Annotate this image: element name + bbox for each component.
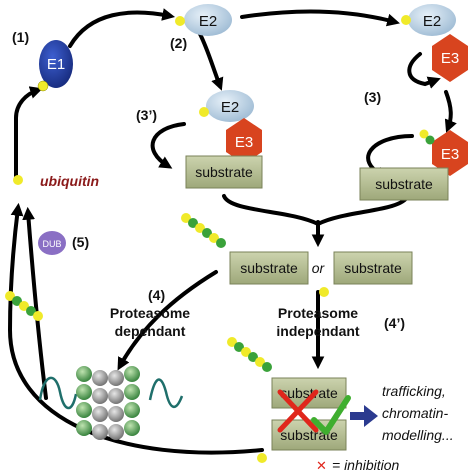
step-1-label: (1) bbox=[12, 29, 29, 45]
step-3-label: (3) bbox=[364, 89, 381, 105]
ubiquitin-label: ubiquitin bbox=[40, 173, 99, 189]
step-3p-label: (3’) bbox=[136, 107, 157, 123]
inhibition-legend-mark: ✕ bbox=[316, 459, 327, 474]
e2-label-right: E2 bbox=[423, 13, 441, 30]
ubiquitin-bottom-mono bbox=[257, 453, 267, 463]
step-5-label: (5) bbox=[72, 234, 89, 250]
outcome-trafficking: trafficking, bbox=[382, 383, 446, 399]
e2-label-complex-left: E2 bbox=[221, 99, 239, 116]
substrate-label-right: substrate bbox=[375, 176, 433, 192]
inhibition-legend-text: = inhibition bbox=[332, 457, 400, 473]
ubiquitin-free bbox=[13, 175, 23, 185]
arrow-e2-to-e3-left bbox=[198, 32, 224, 91]
e2-enzyme-right bbox=[408, 4, 456, 36]
substrate-label-left: substrate bbox=[195, 164, 253, 180]
dub-label: DUB bbox=[42, 239, 61, 249]
e1-label: E1 bbox=[47, 56, 65, 73]
substrate-label-bottom-top: substrate bbox=[280, 385, 338, 401]
proteasome-dependant-line2: dependant bbox=[115, 323, 186, 339]
polyubiquitin-chain-bottom bbox=[227, 337, 272, 372]
arrow-return-outer bbox=[7, 202, 264, 455]
polyubiquitin-chain-left bbox=[5, 291, 43, 321]
step-2-label: (2) bbox=[170, 35, 187, 51]
e2-label-center: E2 bbox=[199, 13, 217, 30]
ubiquitin-e2-center bbox=[175, 16, 185, 26]
substrate-box-left bbox=[185, 155, 263, 189]
substrate-box-polyub bbox=[229, 251, 309, 285]
e3-enzyme-top-right bbox=[432, 34, 468, 82]
inhibition-cross-icon bbox=[277, 389, 319, 433]
arrow-to-proteasome bbox=[117, 270, 218, 371]
substrate-box-right bbox=[359, 167, 449, 201]
arrow-e1-to-e2 bbox=[68, 8, 176, 48]
ubiquitin-e3-right-2 bbox=[425, 135, 435, 145]
arrow-e3-right-down bbox=[444, 90, 457, 133]
e3-enzyme-complex-right bbox=[432, 130, 468, 176]
check-mark-icon bbox=[311, 395, 351, 435]
ubiquitin-monoub bbox=[319, 287, 329, 297]
e3-label-complex-right: E3 bbox=[441, 146, 459, 163]
or-text: or bbox=[312, 260, 326, 276]
proteasome-independant-line2: independant bbox=[276, 323, 360, 339]
outcome-modelling: modelling... bbox=[382, 427, 454, 443]
e2-enzyme-center bbox=[184, 4, 232, 36]
e1-enzyme bbox=[39, 40, 73, 88]
dub-enzyme bbox=[38, 231, 66, 255]
ubiquitin-e2-right bbox=[401, 15, 411, 25]
proteasome-dependant-line1: Proteasome bbox=[110, 305, 190, 321]
substrate-label-polyub: substrate bbox=[240, 260, 298, 276]
substrate-box-monoub bbox=[333, 251, 413, 285]
arrow-e2-to-e3-right bbox=[407, 52, 441, 89]
proteasome-complex bbox=[38, 366, 184, 440]
arrow-ubiquitin-to-e1 bbox=[14, 86, 43, 178]
ubiquitin-e1 bbox=[37, 80, 49, 92]
outcome-chromatin: chromatin- bbox=[382, 405, 448, 421]
arrow-outcomes bbox=[350, 405, 378, 427]
e3-label-complex-left: E3 bbox=[235, 134, 253, 151]
step-4p-label: (4’) bbox=[384, 315, 405, 331]
ubiquitin-e2-complex-left bbox=[199, 107, 209, 117]
substrate-label-monoub: substrate bbox=[344, 260, 402, 276]
e3-label-top-right: E3 bbox=[441, 50, 459, 67]
step-4-label: (4) bbox=[148, 287, 165, 303]
polyubiquitin-chain-top bbox=[181, 213, 226, 248]
e2-enzyme-complex-left bbox=[206, 90, 254, 122]
arrow-e2-to-e2-right bbox=[240, 9, 400, 27]
proteasome-independant-line1: Proteasome bbox=[278, 305, 358, 321]
ubiquitin-e3-right-1 bbox=[419, 129, 429, 139]
e3-enzyme-complex-left bbox=[226, 118, 262, 164]
arrow-loop-left bbox=[150, 122, 186, 169]
